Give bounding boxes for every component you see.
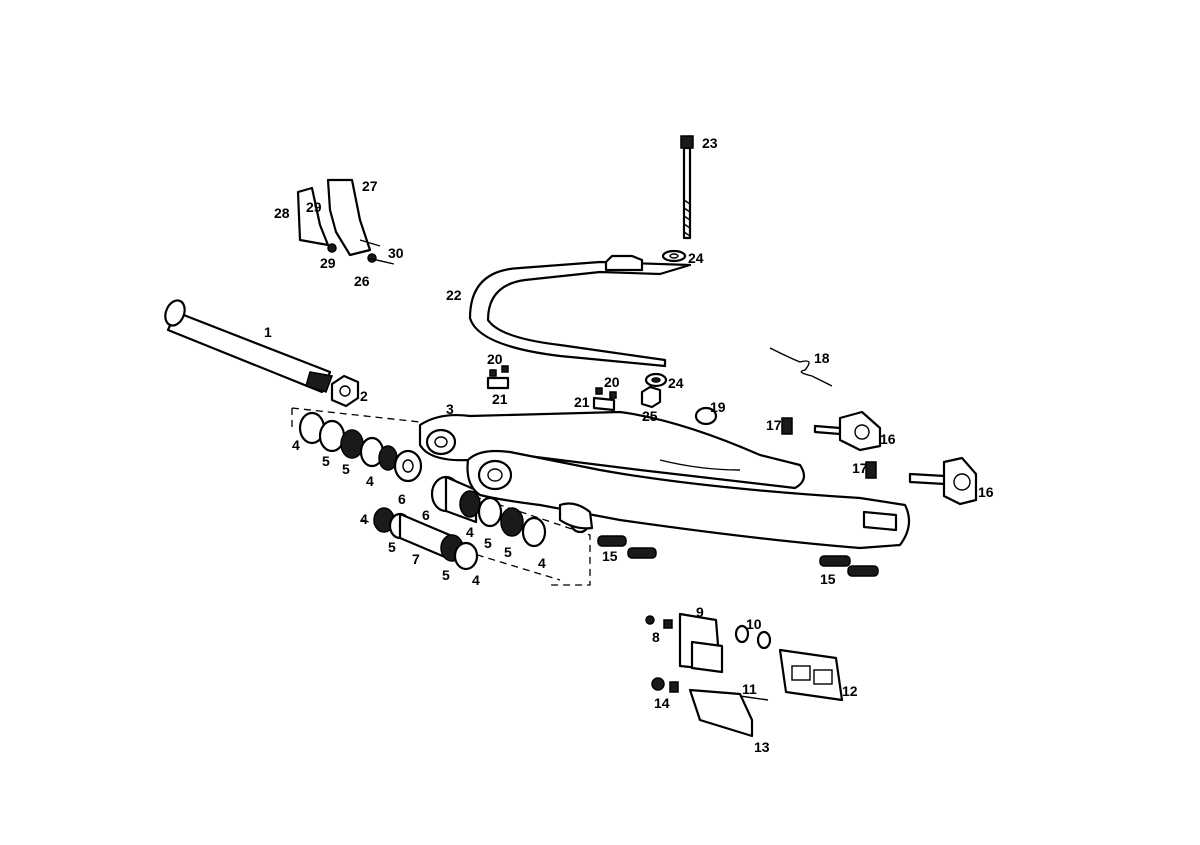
callout-23: 23 — [702, 135, 718, 151]
callout-4d: 4 — [472, 572, 480, 588]
brake-bracket — [296, 178, 395, 265]
small-bolts-left — [486, 365, 510, 390]
callout-16b: 16 — [978, 484, 994, 500]
spring-clip — [769, 347, 833, 387]
callout-5c: 5 — [388, 539, 396, 555]
callout-17a: 17 — [766, 417, 782, 433]
callout-5d: 5 — [442, 567, 450, 583]
callout-29b: 29 — [320, 255, 336, 271]
small-bushing — [694, 406, 718, 426]
callout-21b: 21 — [574, 394, 590, 410]
chain-guide-plates — [645, 612, 844, 738]
chain-adjuster-upper — [781, 410, 882, 452]
callout-17b: 17 — [852, 460, 868, 476]
callout-18: 18 — [814, 350, 830, 366]
upper-bushing-stack — [298, 411, 423, 483]
nut-25 — [640, 385, 662, 409]
callout-3: 3 — [446, 401, 454, 417]
callout-10: 10 — [746, 616, 762, 632]
sliders — [597, 535, 879, 577]
callout-7: 7 — [412, 551, 420, 567]
callout-2: 2 — [360, 388, 368, 404]
callout-28: 28 — [274, 205, 290, 221]
washer-upper — [661, 249, 687, 263]
callout-29a: 29 — [306, 199, 322, 215]
callout-24b: 24 — [668, 375, 684, 391]
callout-15b: 15 — [820, 571, 836, 587]
callout-4b: 4 — [366, 473, 374, 489]
chain-guide — [468, 254, 692, 368]
long-bolt — [680, 135, 694, 240]
small-bolts-right — [592, 387, 617, 412]
swingarm-body — [418, 410, 911, 550]
callout-9: 9 — [696, 604, 704, 620]
callout-26: 26 — [354, 273, 370, 289]
callout-25: 25 — [642, 408, 658, 424]
callout-4f: 4 — [538, 555, 546, 571]
pivot-sleeve — [373, 507, 479, 571]
callout-8: 8 — [652, 629, 660, 645]
callout-5e: 5 — [484, 535, 492, 551]
callout-12: 12 — [842, 683, 858, 699]
pivot-axle — [164, 299, 334, 394]
callout-1: 1 — [264, 324, 272, 340]
callout-4a: 4 — [292, 437, 300, 453]
callout-21a: 21 — [492, 391, 508, 407]
callout-15a: 15 — [602, 548, 618, 564]
callout-22: 22 — [446, 287, 462, 303]
chain-adjuster-lower — [865, 456, 978, 506]
bushing-kit-outline — [291, 407, 591, 586]
callout-27: 27 — [362, 178, 378, 194]
callout-16a: 16 — [880, 431, 896, 447]
callout-13: 13 — [754, 739, 770, 755]
callout-20a: 20 — [487, 351, 503, 367]
callout-5b: 5 — [342, 461, 350, 477]
callout-30: 30 — [388, 245, 404, 261]
callout-24a: 24 — [688, 250, 704, 266]
callout-5f: 5 — [504, 544, 512, 560]
callout-4e: 4 — [466, 524, 474, 540]
callout-4c: 4 — [360, 511, 368, 527]
callout-6b: 6 — [422, 507, 430, 523]
callout-11: 11 — [742, 681, 757, 697]
callout-6a: 6 — [398, 491, 406, 507]
callout-19: 19 — [710, 399, 726, 415]
callout-5a: 5 — [322, 453, 330, 469]
callout-14: 14 — [654, 695, 670, 711]
callout-20b: 20 — [604, 374, 620, 390]
axle-nut — [330, 374, 360, 408]
